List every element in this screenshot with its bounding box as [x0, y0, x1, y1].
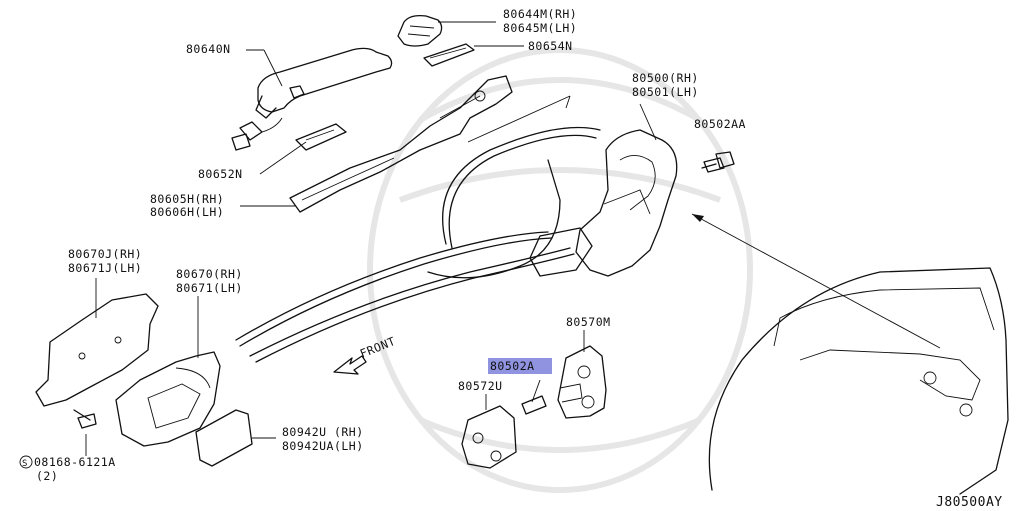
striker-part[interactable] [557, 345, 607, 419]
label-80500[interactable]: 80500(RH) [632, 71, 699, 85]
label-80654n[interactable]: 80654N [528, 39, 573, 53]
gasket-part[interactable] [423, 43, 475, 67]
bolt-part[interactable] [701, 151, 735, 173]
label-80501[interactable]: 80501(LH) [632, 85, 699, 99]
gasket-small-part[interactable] [295, 123, 347, 151]
outside-handle-part[interactable] [231, 47, 393, 151]
label-08168[interactable]: 08168-6121A [34, 455, 116, 469]
leader-lines [85, 21, 657, 456]
watermark-emblem [367, 47, 753, 493]
handle-bracket-part[interactable] [289, 75, 513, 213]
label-80640n[interactable]: 80640N [186, 42, 231, 56]
door-lock-actuator-part[interactable] [529, 129, 678, 277]
drawing-code: J80500AY [936, 495, 1003, 510]
label-80502aa[interactable]: 80502AA [694, 117, 746, 131]
label-80670j[interactable]: 80670J(RH) [68, 247, 142, 261]
standard-part-symbol [19, 455, 33, 469]
inside-handle-part[interactable] [115, 351, 221, 447]
label-80572u[interactable]: 80572U [458, 379, 503, 393]
door-cables [235, 95, 601, 363]
label-80671j[interactable]: 80671J(LH) [68, 261, 142, 275]
shim-part[interactable] [461, 405, 517, 469]
label-08168-symbol: S [22, 459, 28, 469]
handle-cap-part[interactable] [397, 14, 443, 47]
label-80645m[interactable]: 80645M(LH) [503, 21, 577, 35]
label-80605h[interactable]: 80605H(RH) [150, 192, 224, 206]
label-80942ua[interactable]: 80942UA(LH) [282, 439, 364, 453]
striker-bolt-part[interactable] [521, 379, 547, 415]
label-80652n[interactable]: 80652N [198, 167, 243, 181]
label-80570m[interactable]: 80570M [566, 315, 611, 329]
car-door-outline [708, 267, 1009, 495]
escutcheon-part[interactable] [195, 409, 253, 467]
label-80942u[interactable]: 80942U (RH) [282, 425, 364, 439]
highlight-box [488, 358, 552, 374]
inside-handle-bracket-part[interactable] [35, 293, 159, 407]
label-80670[interactable]: 80670(RH) [176, 267, 243, 281]
label-80502a[interactable]: 80502A [490, 359, 535, 373]
label-80606h[interactable]: 80606H(LH) [150, 205, 224, 219]
screw-part[interactable] [73, 409, 97, 429]
label-80644m[interactable]: 80644M(RH) [503, 7, 577, 21]
location-arrow [691, 213, 941, 349]
label-08168-qty: (2) [36, 469, 58, 483]
part-labels: 80644M(RH) 80645M(LH) 80640N 80654N 8050… [19, 7, 1003, 510]
label-80671[interactable]: 80671(LH) [176, 281, 243, 295]
